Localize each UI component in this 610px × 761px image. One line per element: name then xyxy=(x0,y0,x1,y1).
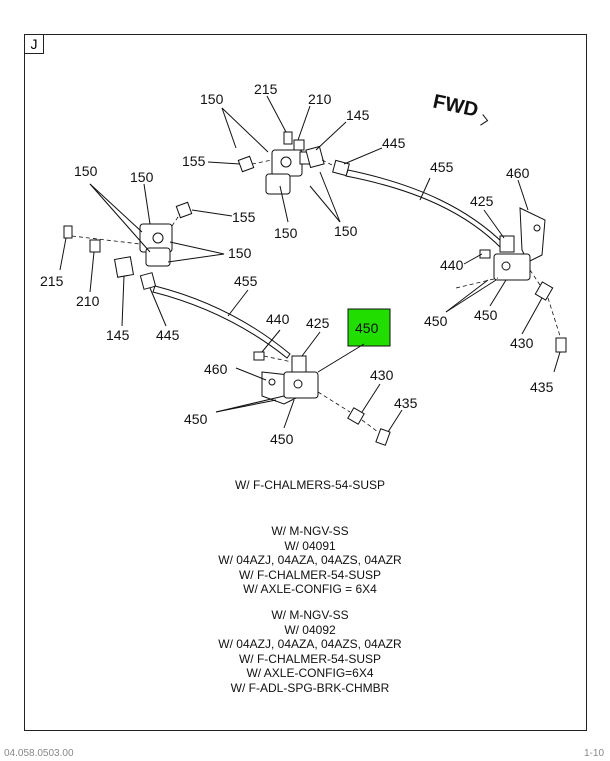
note-line: W/ 04AZJ, 04AZA, 04AZS, 04AZR xyxy=(218,553,402,567)
callout-145: 145 xyxy=(346,107,370,123)
callout-210: 210 xyxy=(308,91,332,107)
note-line: W/ AXLE-CONFIG=6X4 xyxy=(246,666,374,680)
callout-435: 435 xyxy=(394,395,418,411)
callout-440: 440 xyxy=(266,311,290,327)
callout-450: 450 xyxy=(270,431,294,447)
callout-455: 455 xyxy=(430,159,454,175)
callout-150: 150 xyxy=(74,163,98,179)
footer-doc-number: 04.058.0503.00 xyxy=(4,748,74,759)
note-line: W/ M-NGV-SS xyxy=(271,524,349,538)
callout-460: 460 xyxy=(506,165,530,181)
callout-150: 150 xyxy=(228,245,252,261)
note-line: W/ 04092 xyxy=(284,622,336,637)
note-block-3: W/ M-NGV-SS W/ 04092 W/ 04AZJ, 04AZA, 04… xyxy=(150,608,470,695)
diagram-frame xyxy=(24,34,587,731)
callout-430: 430 xyxy=(510,335,534,351)
panel-tag: J xyxy=(24,34,44,54)
note-line: W/ AXLE-CONFIG = 6X4 xyxy=(243,582,377,596)
air-tube-left xyxy=(152,285,291,359)
callout-150: 150 xyxy=(200,91,224,107)
callout-460: 460 xyxy=(204,361,228,377)
callout-145: 145 xyxy=(106,327,130,343)
callout-440: 440 xyxy=(440,257,464,273)
note-line: W/ 04091 xyxy=(284,538,336,553)
callout-155: 155 xyxy=(182,153,206,169)
note-line: W/ F-ADL-SPG-BRK-CHMBR xyxy=(230,680,390,695)
callout-450: 450 xyxy=(184,411,208,427)
callout-155: 155 xyxy=(232,209,256,225)
note-block-2: W/ M-NGV-SS W/ 04091 W/ 04AZJ, 04AZA, 04… xyxy=(150,524,470,597)
callout-445: 445 xyxy=(156,327,180,343)
callout-450-highlighted[interactable]: 450 xyxy=(355,320,379,336)
right-valve-bracket xyxy=(455,207,567,353)
middle-valve-bracket xyxy=(253,351,391,446)
callout-450: 450 xyxy=(474,307,498,323)
callout-215: 215 xyxy=(40,273,64,289)
callout-450: 450 xyxy=(424,313,448,329)
air-tube-top xyxy=(345,169,506,250)
callout-445: 445 xyxy=(382,135,406,151)
left-leveling-valve xyxy=(63,201,193,290)
callout-210: 210 xyxy=(76,293,100,309)
top-leveling-valve xyxy=(237,131,350,195)
fwd-arrow-icon xyxy=(480,114,489,126)
fwd-label: FWD xyxy=(431,91,480,122)
callout-425: 425 xyxy=(306,315,330,331)
callout-430: 430 xyxy=(370,367,394,383)
callout-455: 455 xyxy=(234,273,258,289)
note-line: W/ F-CHALMER-54-SUSP xyxy=(238,567,381,582)
callout-435: 435 xyxy=(530,379,554,395)
note-line: W/ M-NGV-SS xyxy=(271,608,349,622)
callout-425: 425 xyxy=(470,193,494,209)
highlight-box[interactable] xyxy=(347,308,391,347)
callout-150: 150 xyxy=(274,225,298,241)
note-line: W/ F-CHALMERS-54-SUSP xyxy=(234,478,386,492)
callout-215: 215 xyxy=(254,81,278,97)
leader-lines xyxy=(59,95,561,433)
callout-150: 150 xyxy=(130,169,154,185)
note-block-1: W/ F-CHALMERS-54-SUSP xyxy=(150,478,470,493)
footer-page-number: 1-10 xyxy=(583,748,604,759)
note-line: W/ F-CHALMER-54-SUSP xyxy=(238,651,381,666)
callout-150: 150 xyxy=(334,223,358,239)
note-line: W/ 04AZJ, 04AZA, 04AZS, 04AZR xyxy=(218,637,402,651)
